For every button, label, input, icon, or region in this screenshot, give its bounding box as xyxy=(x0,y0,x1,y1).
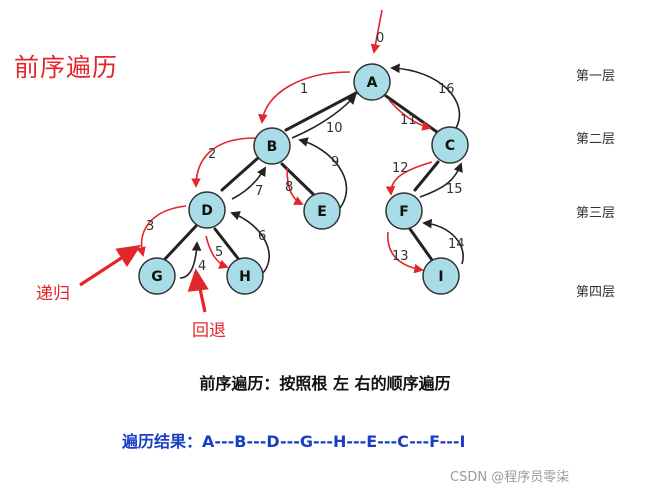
step-arrow-2 xyxy=(191,137,256,188)
backtrack-pointer xyxy=(187,268,209,313)
step-number-9: 9 xyxy=(331,155,339,170)
level-label-1: 第一层 xyxy=(576,69,616,84)
step-number-0: 0 xyxy=(376,31,384,46)
step-arrow-12 xyxy=(385,161,433,196)
step-number-3: 3 xyxy=(146,219,154,234)
diagram-title: 前序遍历 xyxy=(14,53,119,82)
recursion-pointer xyxy=(79,244,142,287)
step-arrow-14 xyxy=(422,218,464,265)
level-label-4: 第四层 xyxy=(576,285,616,300)
edge-d-g xyxy=(163,224,198,261)
step-number-6: 6 xyxy=(258,229,266,244)
node-h xyxy=(226,257,264,295)
step-arrow-1 xyxy=(258,71,351,124)
node-label-a: A xyxy=(367,75,378,91)
node-label-d: D xyxy=(201,203,213,219)
node-label-g: G xyxy=(151,269,163,285)
step-arrow-6 xyxy=(230,211,270,275)
node-b xyxy=(253,127,291,165)
step-arrow-13 xyxy=(387,231,424,274)
node-a xyxy=(353,63,391,101)
step-number-12: 12 xyxy=(392,161,409,176)
step-number-8: 8 xyxy=(285,180,293,195)
step-number-15: 15 xyxy=(446,182,463,197)
step-arrow-16 xyxy=(390,63,461,129)
traversal-description: 前序遍历：按照根 左 右的顺序遍历 xyxy=(199,374,451,393)
step-arrow-3 xyxy=(136,205,187,257)
backtrack-label: 回退 xyxy=(192,321,226,341)
step-arrow-15 xyxy=(419,162,463,198)
edge-b-d xyxy=(220,156,260,192)
node-e xyxy=(303,192,341,230)
edge-c-f xyxy=(413,160,440,192)
traversal-result: 遍历结果：A---B---D---G---H---E---C---F---I xyxy=(122,432,466,451)
level-label-2: 第二层 xyxy=(576,132,616,147)
step-number-1: 1 xyxy=(300,82,308,97)
node-c xyxy=(431,126,469,164)
step-number-11: 11 xyxy=(400,113,417,128)
node-i xyxy=(422,257,460,295)
edge-f-i xyxy=(408,227,434,262)
edge-d-h xyxy=(213,227,242,263)
node-label-b: B xyxy=(267,139,278,155)
watermark: CSDN @程序员零柒 xyxy=(450,470,570,485)
level-label-3: 第三层 xyxy=(576,206,616,221)
step-number-13: 13 xyxy=(392,249,409,264)
node-label-h: H xyxy=(239,269,251,285)
step-number-7: 7 xyxy=(255,184,263,199)
node-d xyxy=(188,191,226,229)
step-number-2: 2 xyxy=(208,147,216,162)
step-arrow-7 xyxy=(231,166,266,200)
node-f xyxy=(385,192,423,230)
step-number-16: 16 xyxy=(438,82,455,97)
step-arrow-8 xyxy=(286,167,304,205)
step-arrow-5 xyxy=(205,235,229,269)
node-label-i: I xyxy=(438,269,443,285)
step-arrow-0 xyxy=(370,9,383,54)
step-number-4: 4 xyxy=(198,259,206,274)
step-arrow-11 xyxy=(388,99,432,131)
recursion-label: 递归 xyxy=(36,284,70,304)
step-arrow-4 xyxy=(179,241,202,279)
node-label-c: C xyxy=(445,138,455,154)
node-label-e: E xyxy=(317,204,327,220)
step-number-14: 14 xyxy=(448,237,465,252)
step-arrow-10 xyxy=(291,94,357,139)
step-arrow-9 xyxy=(298,137,348,209)
step-number-10: 10 xyxy=(326,121,343,136)
edge-a-b xyxy=(284,90,360,132)
node-label-f: F xyxy=(399,204,409,220)
node-g xyxy=(138,257,176,295)
step-number-5: 5 xyxy=(215,245,223,260)
